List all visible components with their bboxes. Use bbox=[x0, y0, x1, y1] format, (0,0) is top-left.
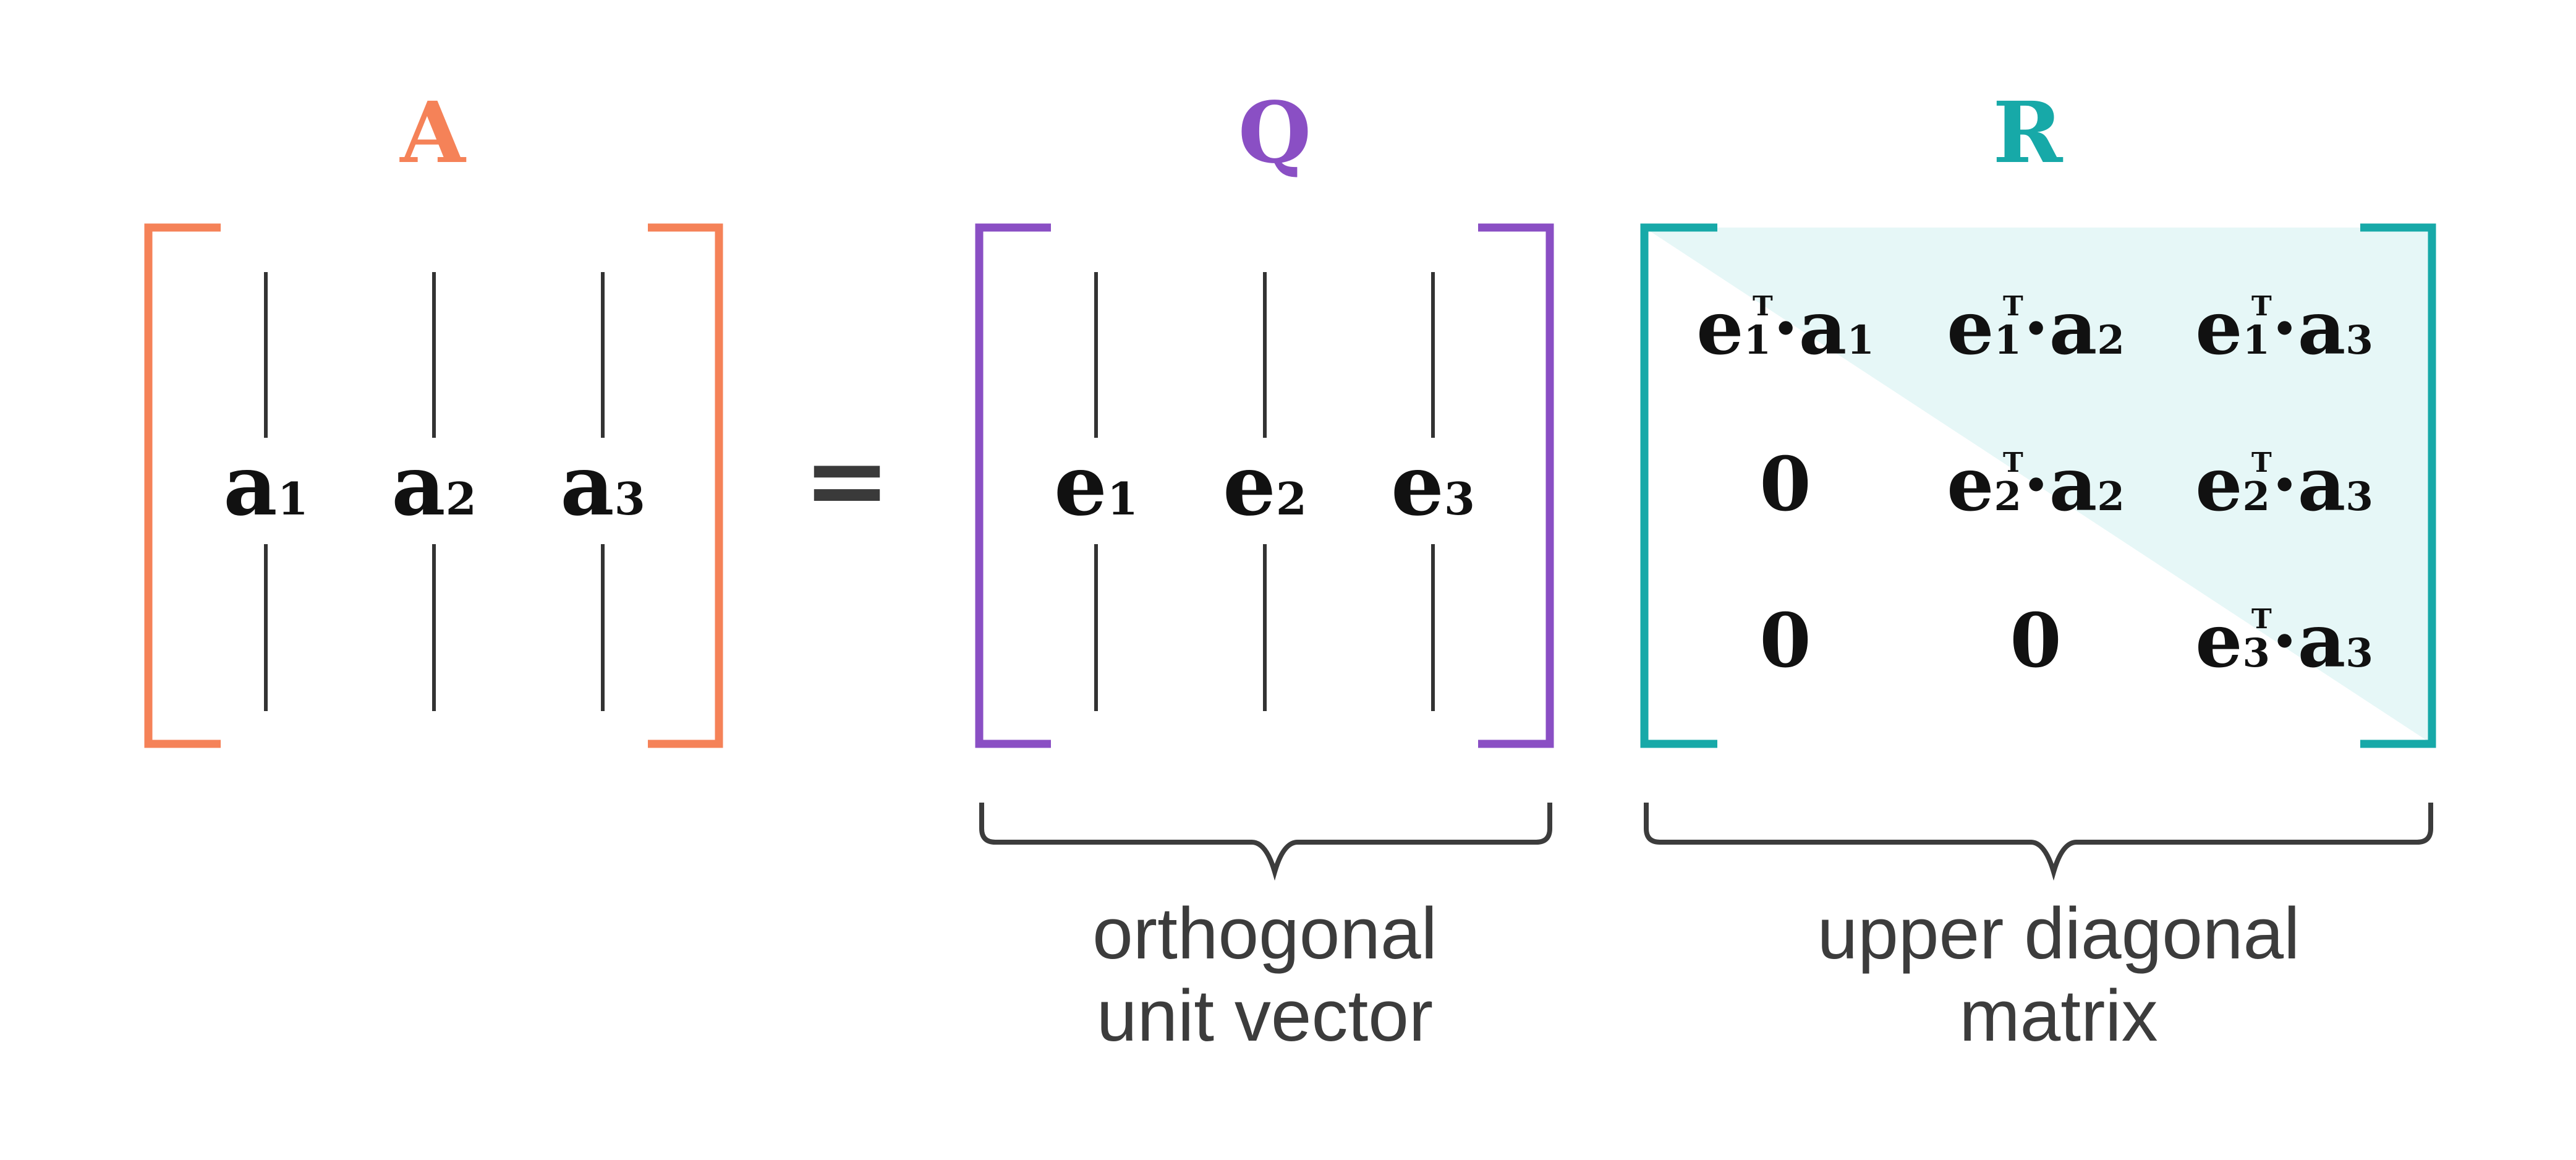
entry-a: a bbox=[2298, 597, 2346, 684]
entry-a-subscript: 2 bbox=[2097, 317, 2125, 364]
matrix-r-right-bracket bbox=[2360, 223, 2436, 748]
entry-e-subscript: 1 bbox=[2243, 317, 2271, 364]
vector-subscript: 2 bbox=[446, 472, 477, 525]
matrix-r-title: R bbox=[1992, 83, 2063, 182]
matrix-r-entry-1-1: e1T·a1 bbox=[1696, 284, 1874, 372]
entry-e: e bbox=[1696, 284, 1743, 372]
vector-base: a bbox=[391, 436, 445, 534]
matrix-a-left-bracket bbox=[144, 223, 221, 748]
matrix-r-entry-3-3: e3T·a3 bbox=[2195, 597, 2373, 684]
entry-transpose-superscript: T bbox=[2251, 291, 2272, 322]
matrix-q-caption-line1: orthogonal bbox=[1092, 893, 1437, 974]
matrix-a-col2-vector: a2 bbox=[391, 436, 477, 534]
entry-dot: · bbox=[2272, 441, 2298, 528]
vector-subscript: 2 bbox=[1276, 472, 1307, 525]
matrix-a-right-bracket bbox=[648, 223, 723, 748]
entry-e: e bbox=[1947, 441, 1994, 528]
matrix-q-caption-line2: unit vector bbox=[1097, 975, 1433, 1057]
entry-a-subscript: 3 bbox=[2345, 317, 2373, 364]
entry-dot: · bbox=[2023, 441, 2049, 528]
entry-e: e bbox=[2195, 284, 2242, 372]
entry-a: a bbox=[2298, 441, 2346, 528]
entry-a-subscript: 2 bbox=[2097, 474, 2125, 520]
matrix-r-entry-2-2: e2T·a2 bbox=[1947, 441, 2125, 528]
matrix-r-entry-2-3: e2T·a3 bbox=[2195, 441, 2373, 528]
entry-e: e bbox=[2195, 441, 2242, 528]
matrix-q-col2-vector: e2 bbox=[1223, 436, 1307, 534]
matrix-a: A a1 a2 a3 bbox=[144, 83, 723, 748]
matrix-r-left-bracket bbox=[1640, 223, 1717, 748]
vector-base: e bbox=[1391, 436, 1444, 534]
entry-e: e bbox=[1947, 284, 1994, 372]
matrix-r-curly-brace bbox=[1644, 803, 2433, 881]
entry-transpose-superscript: T bbox=[1753, 291, 1773, 322]
vector-subscript: 3 bbox=[614, 472, 645, 525]
matrix-r-entry-1-3: e1T·a3 bbox=[2195, 284, 2373, 372]
matrix-q-col1-vector: e1 bbox=[1054, 436, 1138, 534]
matrix-r-entry-1-2: e1T·a2 bbox=[1947, 284, 2125, 372]
matrix-q-title: Q bbox=[1238, 83, 1311, 182]
matrix-r-entry-2-1: 0 bbox=[1759, 441, 1811, 528]
entry-e-subscript: 2 bbox=[1994, 474, 2022, 520]
entry-a: a bbox=[1799, 284, 1847, 372]
entry-transpose-superscript: T bbox=[2003, 447, 2023, 479]
entry-a: a bbox=[2298, 284, 2346, 372]
matrix-r: R e1T·a1 e1T·a2 e1T·a3 0 e2T·a2 e2T·a3 0… bbox=[1640, 83, 2436, 1057]
matrix-q-curly-brace bbox=[979, 803, 1552, 881]
vector-subscript: 1 bbox=[278, 472, 308, 525]
entry-e-subscript: 1 bbox=[1744, 317, 1772, 364]
matrix-q: Q e1 e2 e3 orthogonal unit vector bbox=[975, 83, 1554, 1057]
matrix-a-col3-vector: a3 bbox=[560, 436, 645, 534]
matrix-q-right-bracket bbox=[1478, 223, 1554, 748]
entry-transpose-superscript: T bbox=[2251, 603, 2272, 635]
entry-e-subscript: 3 bbox=[2243, 630, 2271, 676]
entry-dot: · bbox=[1773, 284, 1799, 372]
entry-a: a bbox=[2049, 284, 2098, 372]
entry-a-subscript: 3 bbox=[2345, 630, 2373, 676]
entry-dot: · bbox=[2272, 284, 2298, 372]
matrix-r-entry-3-2: 0 bbox=[2010, 597, 2062, 684]
entry-dot: · bbox=[2272, 597, 2298, 684]
entry-dot: · bbox=[2023, 284, 2049, 372]
matrix-q-left-bracket bbox=[975, 223, 1051, 748]
matrix-r-entry-3-1: 0 bbox=[1759, 597, 1811, 684]
entry-e-subscript: 2 bbox=[2243, 474, 2271, 520]
entry-a-subscript: 1 bbox=[1847, 317, 1874, 364]
vector-base: e bbox=[1223, 436, 1276, 534]
matrix-a-title: A bbox=[399, 83, 467, 182]
vector-subscript: 1 bbox=[1107, 472, 1138, 525]
entry-a: a bbox=[2049, 441, 2098, 528]
vector-base: e bbox=[1054, 436, 1107, 534]
entry-transpose-superscript: T bbox=[2251, 447, 2272, 479]
entry-transpose-superscript: T bbox=[2003, 291, 2023, 322]
matrix-a-col1-vector: a1 bbox=[223, 436, 308, 534]
entry-e: e bbox=[2195, 597, 2242, 684]
equals-sign: = bbox=[803, 418, 891, 542]
vector-subscript: 3 bbox=[1444, 472, 1475, 525]
matrix-r-caption-line2: matrix bbox=[1959, 975, 2157, 1057]
vector-base: a bbox=[560, 436, 614, 534]
matrix-q-col3-vector: e3 bbox=[1391, 436, 1475, 534]
matrix-r-caption-line1: upper diagonal bbox=[1817, 893, 2300, 974]
vector-base: a bbox=[223, 436, 277, 534]
entry-e-subscript: 1 bbox=[1994, 317, 2022, 364]
matrix-r-upper-triangle-fill bbox=[1644, 228, 2432, 744]
entry-a-subscript: 3 bbox=[2345, 474, 2373, 520]
